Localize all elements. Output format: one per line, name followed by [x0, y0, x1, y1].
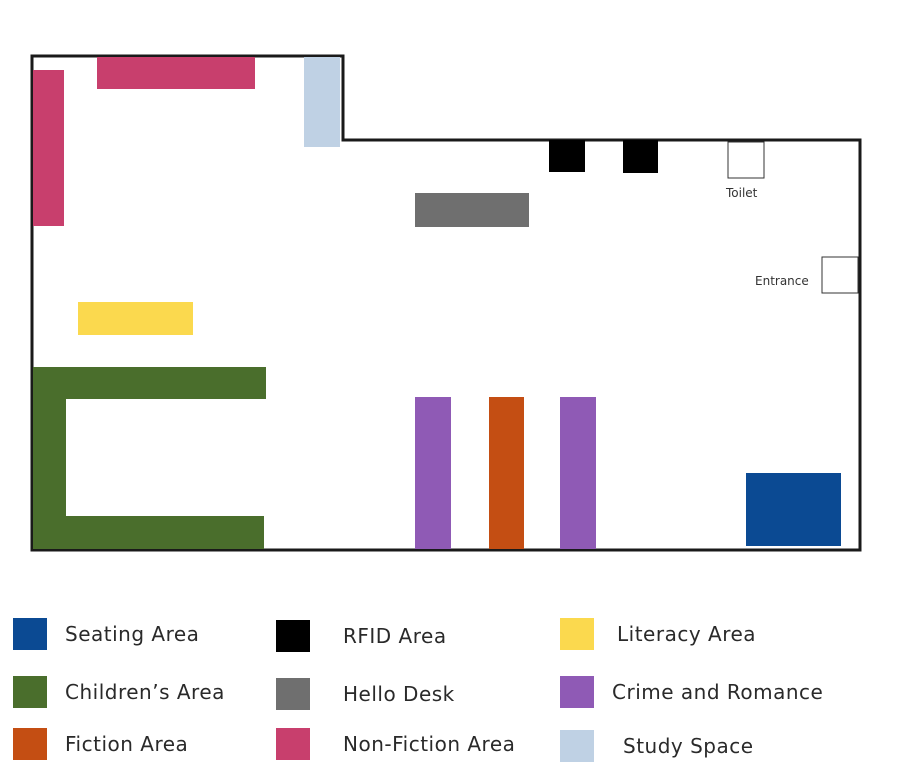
- legend-swatch-literacy: [560, 618, 594, 650]
- toilet-box: [727, 141, 765, 179]
- legend-label-hello-desk: Hello Desk: [343, 682, 455, 706]
- hello-desk-block: [415, 193, 529, 227]
- childrens-shelf-bottom: [33, 516, 264, 549]
- toilet-label: Toilet: [725, 186, 758, 200]
- legend-label-rfid: RFID Area: [343, 624, 447, 648]
- entrance-label: Entrance: [755, 274, 809, 288]
- legend-swatch-non-fiction: [276, 728, 310, 760]
- rfid-block-2: [623, 140, 658, 173]
- legend-label-seating: Seating Area: [65, 622, 200, 646]
- legend-label-childrens: Children’s Area: [65, 680, 225, 704]
- legend-label-crime-romance: Crime and Romance: [612, 680, 824, 704]
- legend-swatch-fiction: [13, 728, 47, 760]
- childrens-shelf-top: [33, 367, 266, 399]
- floor-plan: Toilet Entrance: [30, 54, 862, 552]
- legend-swatch-crime-romance: [560, 676, 594, 708]
- legend-label-study: Study Space: [623, 734, 754, 758]
- legend-swatch-hello-desk: [276, 678, 310, 710]
- legend-swatch-study: [560, 730, 594, 762]
- building-outline: [30, 54, 862, 552]
- legend: Seating Area Children’s Area Fiction Are…: [0, 600, 916, 768]
- seating-block: [746, 473, 841, 546]
- legend-swatch-seating: [13, 618, 47, 650]
- study-space-block: [304, 57, 340, 147]
- non-fiction-shelf-left: [33, 70, 64, 226]
- fiction-shelf: [489, 397, 524, 549]
- literacy-block: [78, 302, 193, 335]
- legend-label-fiction: Fiction Area: [65, 732, 189, 756]
- legend-swatch-rfid: [276, 620, 310, 652]
- entrance-box: [821, 256, 859, 294]
- crime-romance-shelf-2: [560, 397, 596, 549]
- legend-label-non-fiction: Non-Fiction Area: [343, 732, 516, 756]
- rfid-block-1: [549, 140, 585, 172]
- legend-label-literacy: Literacy Area: [617, 622, 757, 646]
- legend-swatch-childrens: [13, 676, 47, 708]
- crime-romance-shelf-1: [415, 397, 451, 549]
- non-fiction-shelf-top: [97, 57, 255, 89]
